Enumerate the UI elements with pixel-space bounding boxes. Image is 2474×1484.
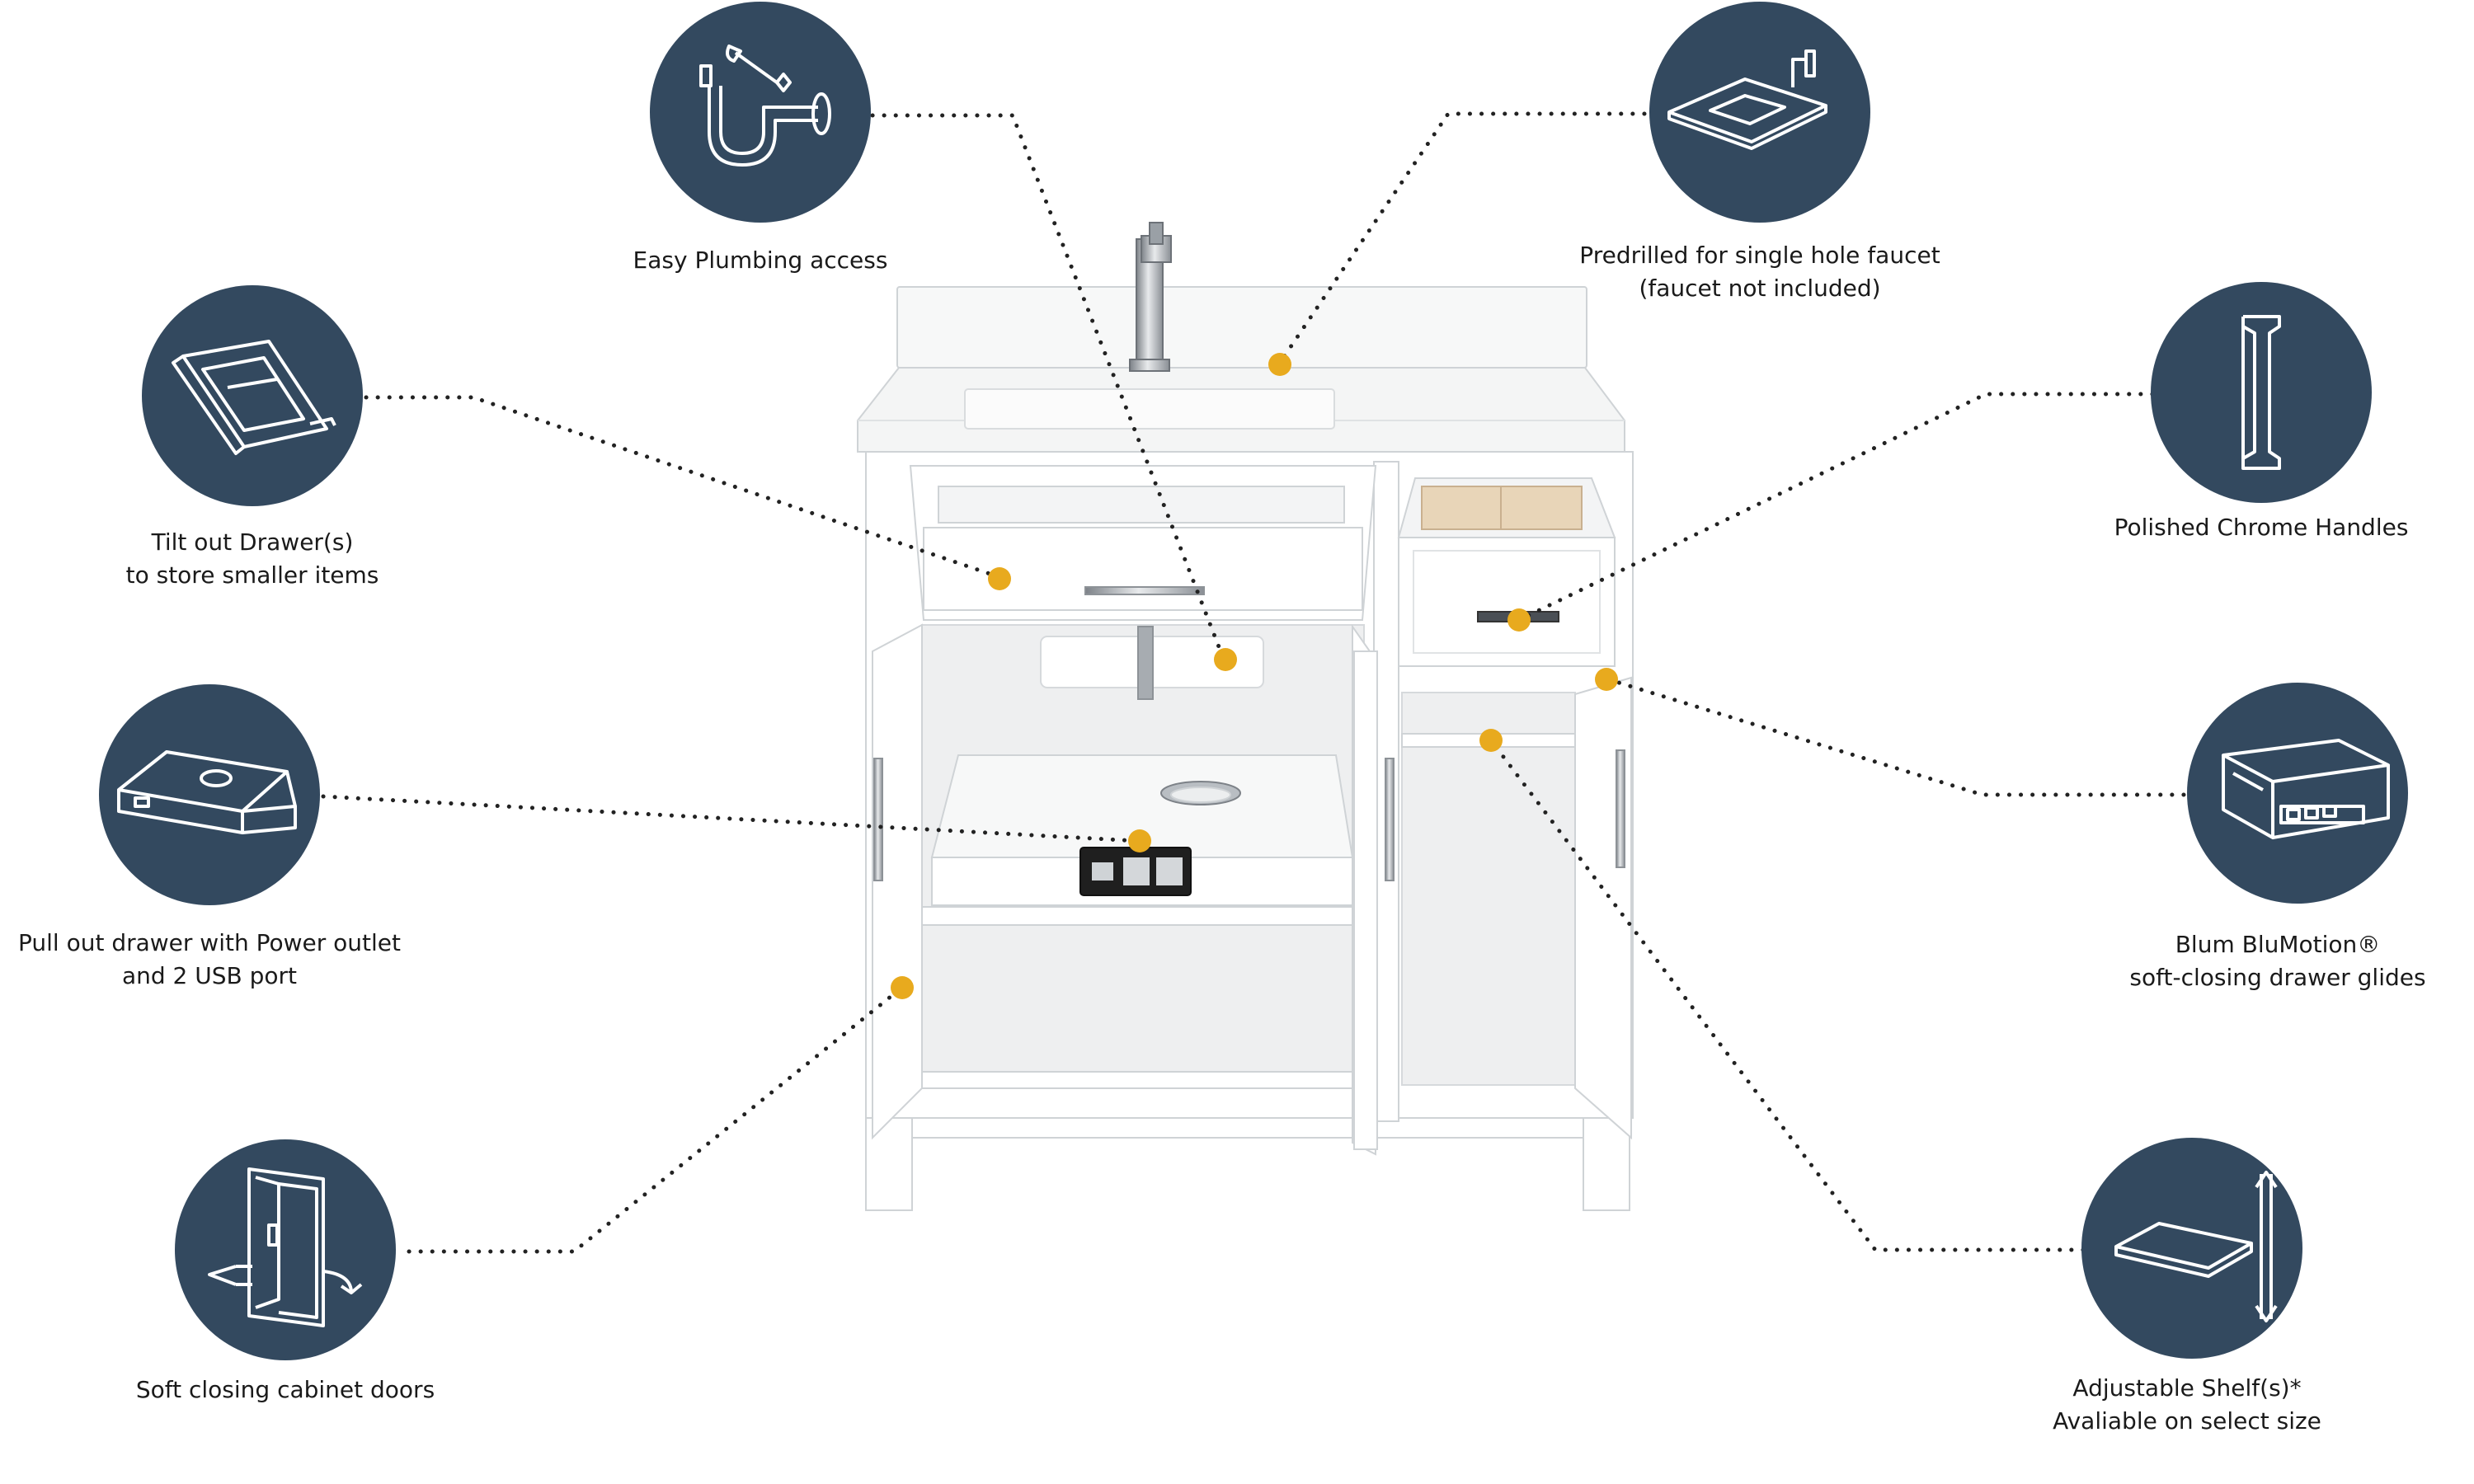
label-shelf: Adjustable Shelf(s)* Avaliable on select… — [1898, 1372, 2474, 1438]
hotspots — [891, 353, 1618, 999]
label-faucet-line-2: (faucet not included) — [1639, 275, 1881, 302]
vanity-illustration — [857, 222, 1634, 1211]
hotspot-shelf[interactable] — [1479, 729, 1503, 752]
hotspot-plumbing[interactable] — [1214, 648, 1237, 671]
sink-basin — [964, 388, 1335, 430]
faucet — [1129, 222, 1172, 372]
plumbing-pipe-wrench-icon — [650, 2, 871, 223]
label-tilt-drawer-line-1: Tilt out Drawer(s) — [151, 528, 354, 556]
hotspot-doors[interactable] — [891, 976, 914, 999]
label-shelf-line-1: Adjustable Shelf(s)* — [2072, 1374, 2302, 1402]
label-tilt-drawer: Tilt out Drawer(s) to store smaller item… — [0, 526, 541, 592]
label-faucet-line-1: Predrilled for single hole faucet — [1579, 242, 1940, 269]
hotspot-handles[interactable] — [1507, 608, 1531, 632]
label-plumbing-line-1: Easy Plumbing access — [633, 247, 888, 274]
soft-close-door-icon — [175, 1139, 396, 1360]
label-faucet: Predrilled for single hole faucet (fauce… — [1471, 239, 2048, 305]
label-power-drawer-line-2: and 2 USB port — [121, 962, 298, 989]
right-cabinet-interior — [1401, 692, 1576, 1086]
label-glides: Blum BluMotion® soft-closing drawer glid… — [1989, 928, 2474, 994]
right-cabinet-door — [1574, 676, 1632, 1140]
label-tilt-drawer-line-2: to store smaller items — [125, 561, 379, 589]
leader-lines — [321, 111, 2186, 1254]
label-handles: Polished Chrome Handles — [1973, 511, 2474, 544]
leader-handles — [1520, 392, 2155, 621]
leader-power-drawer — [321, 794, 1141, 843]
leader-tilt-drawer — [364, 395, 1002, 580]
left-cabinet-door — [872, 623, 923, 1140]
label-glides-line-1: Blum BluMotion® — [2175, 931, 2381, 958]
hotspot-power-drawer[interactable] — [1128, 829, 1151, 852]
tilt-out-drawer-icon — [142, 285, 363, 506]
label-doors: Soft closing cabinet doors — [0, 1374, 574, 1407]
label-shelf-line-2: Avaliable on select size — [2053, 1407, 2321, 1435]
leader-doors — [407, 984, 906, 1254]
label-handles-line-1: Polished Chrome Handles — [2114, 514, 2409, 541]
adjustable-shelf-icon — [2081, 1138, 2302, 1359]
leader-shelf — [1489, 738, 2086, 1252]
power-outlet-drawer-icon — [99, 684, 320, 905]
icon-badges — [99, 2, 2408, 1360]
countertop-faucet-icon — [1649, 2, 1870, 223]
drawer-glide-icon — [2187, 683, 2408, 904]
chrome-handle-icon — [2151, 282, 2372, 503]
label-doors-line-1: Soft closing cabinet doors — [135, 1376, 435, 1403]
label-power-drawer: Pull out drawer with Power outlet and 2 … — [0, 927, 498, 993]
hotspot-tilt-drawer[interactable] — [988, 567, 1011, 590]
label-plumbing: Easy Plumbing access — [472, 244, 1049, 277]
leader-plumbing — [870, 113, 1226, 662]
label-power-drawer-line-1: Pull out drawer with Power outlet — [17, 929, 402, 956]
leader-faucet — [1277, 111, 1647, 365]
hotspot-faucet[interactable] — [1268, 353, 1291, 376]
leader-glides — [1606, 677, 2186, 797]
hotspot-glides[interactable] — [1595, 668, 1618, 691]
label-glides-line-2: soft-closing drawer glides — [2129, 964, 2426, 991]
